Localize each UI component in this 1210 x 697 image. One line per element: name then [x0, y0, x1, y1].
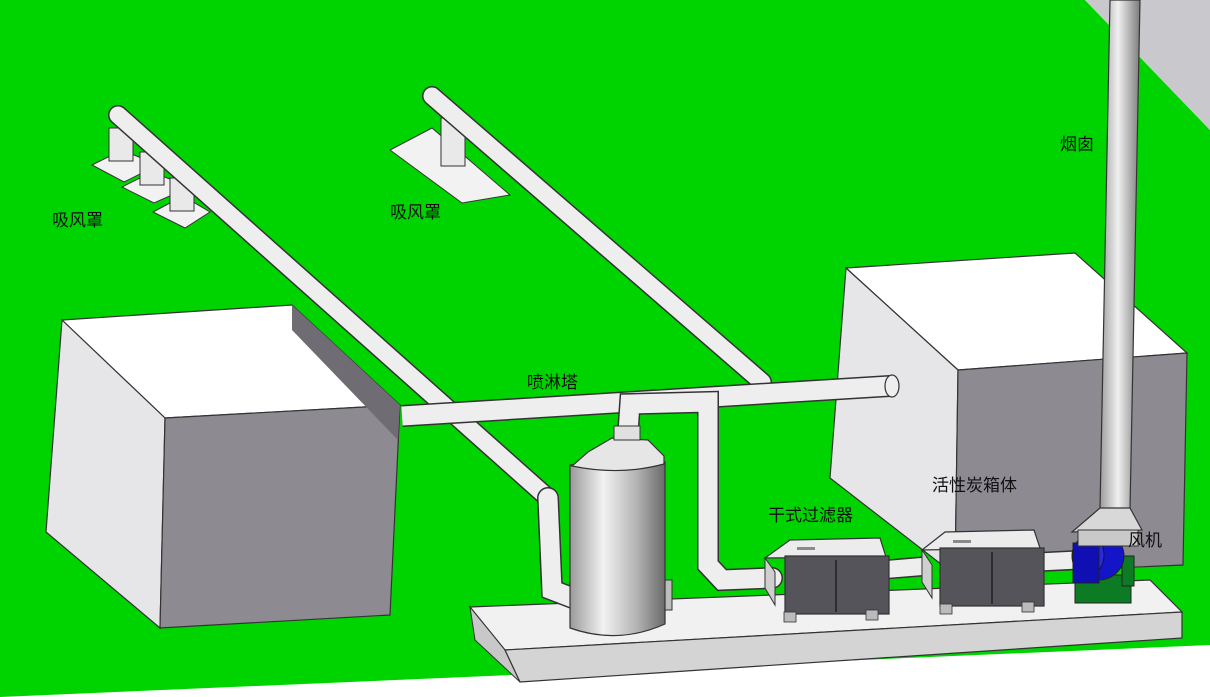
dry-filter [763, 537, 890, 623]
label-dry-filter: 干式过滤器 [768, 506, 853, 526]
label-hood-middle: 吸风罩 [390, 203, 441, 223]
label-fan: 风机 [1128, 531, 1162, 551]
activated-carbon-box [920, 529, 1045, 615]
left-hoods [90, 127, 211, 229]
left-building [45, 304, 402, 630]
spray-tower [569, 425, 673, 637]
duct-network [108, 86, 1079, 611]
label-hood-left: 吸风罩 [52, 211, 103, 231]
chimney [1070, 0, 1143, 547]
label-spray-tower: 喷淋塔 [527, 373, 578, 393]
label-activated-carbon-box: 活性炭箱体 [932, 476, 1017, 496]
label-chimney: 烟囱 [1060, 135, 1094, 155]
